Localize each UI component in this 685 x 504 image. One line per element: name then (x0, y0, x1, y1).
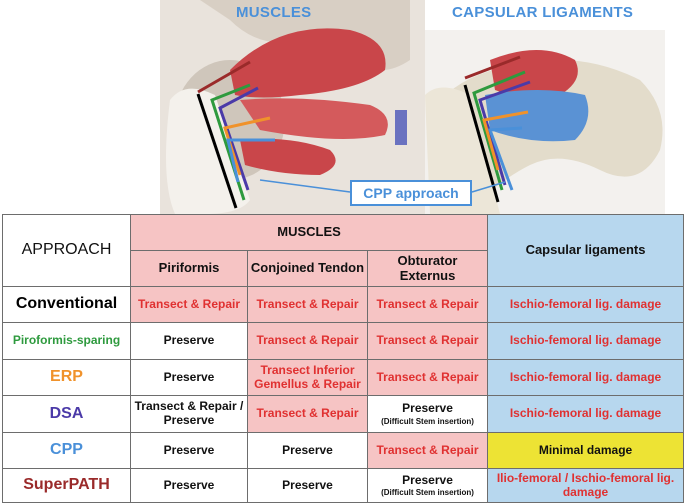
header-piriformis: Piriformis (130, 250, 248, 287)
line-cpp-left (226, 138, 275, 183)
table-row: SuperPATH Preserve Preserve Preserve(Dif… (2, 468, 685, 503)
header-capsular-ligaments: Capsular ligaments (487, 214, 685, 287)
approach-comparison-table: APPROACH MUSCLES Capsular ligaments Piri… (2, 214, 685, 503)
obturator-value: Transect & Repair (376, 296, 479, 311)
cell-obturator: Transect & Repair (366, 359, 489, 396)
header-muscles: MUSCLES (129, 214, 489, 251)
cell-obturator: Preserve(Difficult Stem insertion) (366, 395, 489, 433)
approach-name: DSA (2, 395, 131, 433)
table-row: CPP Preserve Preserve Transect & Repair … (2, 432, 685, 469)
cell-capsular: Minimal damage (487, 432, 685, 469)
cell-piriformis: Transect & Repair (130, 286, 248, 323)
cell-piriformis: Preserve (130, 432, 248, 469)
cell-conjoined: Transect & Repair (247, 395, 368, 433)
line-superpath-left (197, 60, 251, 94)
cell-piriformis: Preserve (130, 468, 248, 503)
cell-conjoined: Preserve (247, 468, 368, 503)
capsule-red-right (490, 50, 578, 97)
cell-obturator: Preserve(Difficult Stem insertion) (366, 468, 489, 503)
approach-name: CPP (2, 432, 131, 469)
muscles-image-title: MUSCLES (236, 4, 312, 21)
table-row: Piroformis-sparing Preserve Transect & R… (2, 322, 685, 360)
table-row: DSA Transect & Repair / Preserve Transec… (2, 395, 685, 433)
line-piriformis-right (472, 70, 526, 191)
cell-capsular: Ischio-femoral lig. damage (487, 322, 685, 360)
line-erp-right (482, 110, 529, 171)
table-row: ERP Preserve Transect Inferior Gemellus … (2, 359, 685, 396)
cell-capsular: Ischio-femoral lig. damage (487, 359, 685, 396)
cell-obturator: Transect & Repair (366, 432, 489, 469)
muscle-lower-left (240, 138, 336, 175)
table-row: Conventional Transect & Repair Transect … (2, 286, 685, 323)
cell-piriformis: Transect & Repair / Preserve (130, 395, 248, 433)
obturator-value: Transect & Repair (376, 369, 479, 384)
approach-name: Piroformis-sparing (2, 322, 131, 360)
cell-obturator: Transect & Repair (366, 322, 489, 360)
cell-capsular: Ischio-femoral lig. damage (487, 395, 685, 433)
table-header-row-2: Piriformis Conjoined Tendon Obturator Ex… (3, 250, 684, 287)
obturator-value: Transect & Repair (376, 442, 479, 457)
obturator-note: (Difficult Stem insertion) (381, 488, 474, 498)
header-approach: APPROACH (2, 214, 131, 287)
callout-pointer-right (471, 181, 506, 193)
obturator-value: Preserve (402, 472, 453, 487)
muscle-upper-left (230, 28, 386, 98)
callout-pointer-left (259, 179, 351, 193)
table-header-row-1: APPROACH MUSCLES Capsular ligaments (2, 214, 685, 287)
approach-name: ERP (2, 359, 131, 396)
obturator-value: Preserve (402, 401, 453, 415)
cell-piriformis: Preserve (130, 359, 248, 396)
cell-capsular: Ischio-femoral lig. damage (487, 286, 685, 323)
header-conjoined-tendon: Conjoined Tendon (247, 250, 368, 287)
obturator-value: Transect & Repair (376, 333, 479, 348)
line-superpath-right (464, 55, 521, 80)
cell-conjoined: Transect Inferior Gemellus & Repair (247, 359, 368, 396)
obturator-note: (Difficult Stem insertion) (381, 416, 474, 426)
cell-conjoined: Preserve (247, 432, 368, 469)
cell-conjoined: Transect & Repair (247, 286, 368, 323)
cell-piriformis: Preserve (130, 322, 248, 360)
anatomy-illustration (160, 0, 665, 214)
cell-conjoined: Transect & Repair (247, 322, 368, 360)
cpp-approach-callout: CPP approach (350, 180, 472, 206)
line-conventional-right (463, 84, 500, 203)
anatomy-figure: MUSCLES CAPSULAR LIGAMENTS CPP approach (0, 0, 685, 214)
line-conventional-left (196, 93, 238, 209)
muscle-small-left (395, 110, 407, 145)
cell-obturator: Transect & Repair (366, 286, 489, 323)
approach-name: SuperPATH (2, 468, 131, 503)
approach-name: Conventional (2, 286, 131, 323)
muscle-middle-left (240, 98, 388, 139)
line-dsa-right (478, 80, 531, 186)
cell-capsular: Ilio-femoral / Ischio-femoral lig. damag… (487, 468, 685, 503)
capsular-image-title: CAPSULAR LIGAMENTS (452, 4, 634, 21)
line-dsa-left (218, 86, 259, 191)
header-obturator-externus: Obturator Externus (366, 250, 489, 287)
line-cpp-right (487, 126, 523, 191)
line-erp-left (223, 116, 271, 176)
